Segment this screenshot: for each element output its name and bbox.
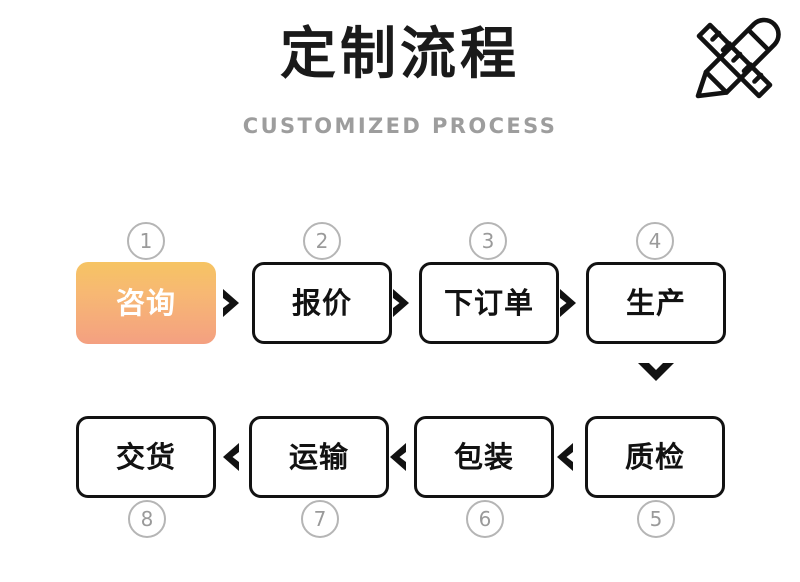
- arrow-1-to-2: [217, 285, 247, 321]
- process-step-5-label: 质检: [624, 440, 685, 474]
- process-step-6[interactable]: 包装: [414, 416, 554, 498]
- page-subtitle: CUSTOMIZED PROCESS: [242, 114, 558, 138]
- arrow-3-to-4: [554, 285, 584, 321]
- process-step-1[interactable]: 咨询: [76, 262, 216, 344]
- process-step-4[interactable]: 生产: [586, 262, 726, 344]
- process-step-8-label: 交货: [115, 440, 176, 474]
- process-step-5[interactable]: 质检: [585, 416, 725, 498]
- process-step-6-label: 包装: [453, 440, 514, 474]
- process-step-3[interactable]: 下订单: [419, 262, 559, 344]
- arrow-6-to-7: [382, 439, 412, 475]
- process-step-8[interactable]: 交货: [76, 416, 216, 498]
- arrow-5-to-6: [549, 439, 579, 475]
- arrow-2-to-3: [387, 285, 417, 321]
- process-step-5-badge: 5: [637, 500, 675, 538]
- process-step-7-label: 运输: [288, 440, 349, 474]
- process-step-7-badge: 7: [301, 500, 339, 538]
- process-step-4-badge: 4: [636, 222, 674, 260]
- arrow-4-to-5: [634, 358, 678, 388]
- process-step-3-label: 下订单: [443, 286, 534, 320]
- page-header: 定制流程 CUSTOMIZED PROCESS: [0, 0, 800, 160]
- arrow-7-to-8: [215, 439, 245, 475]
- process-step-8-badge: 8: [128, 500, 166, 538]
- process-step-4-label: 生产: [625, 286, 686, 320]
- page-title: 定制流程: [280, 22, 520, 87]
- pencil-ruler-icon: [682, 8, 786, 112]
- process-step-1-label: 咨询: [115, 286, 176, 320]
- process-step-2-badge: 2: [303, 222, 341, 260]
- process-step-3-badge: 3: [469, 222, 507, 260]
- process-step-2-label: 报价: [291, 286, 352, 320]
- process-step-6-badge: 6: [466, 500, 504, 538]
- process-step-2[interactable]: 报价: [252, 262, 392, 344]
- process-step-7[interactable]: 运输: [249, 416, 389, 498]
- process-step-1-badge: 1: [127, 222, 165, 260]
